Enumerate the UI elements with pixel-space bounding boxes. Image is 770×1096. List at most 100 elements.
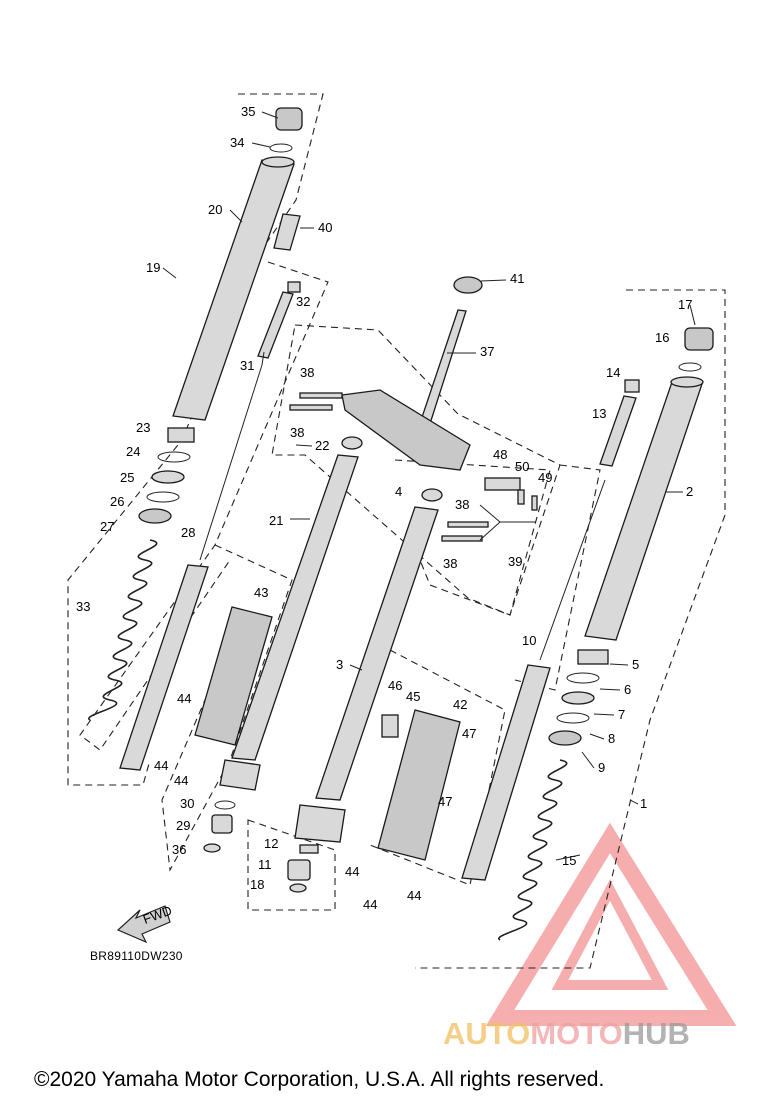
callout: 48 bbox=[493, 447, 507, 462]
callout: 10 bbox=[522, 633, 536, 648]
right-fork-parts bbox=[461, 327, 714, 941]
callout: 21 bbox=[269, 513, 283, 528]
callout: 40 bbox=[318, 220, 332, 235]
callout: 18 bbox=[250, 877, 264, 892]
callout: 23 bbox=[136, 420, 150, 435]
callout: 8 bbox=[608, 731, 615, 746]
callout: 35 bbox=[241, 104, 255, 119]
callout: 42 bbox=[453, 697, 467, 712]
holder-48 bbox=[484, 477, 521, 491]
callout: 17 bbox=[678, 297, 692, 312]
clip-26 bbox=[146, 491, 180, 503]
bushing-23 bbox=[167, 427, 195, 443]
watermark-part3: HUB bbox=[623, 1016, 690, 1051]
callout: 2 bbox=[686, 484, 693, 499]
callout: 46 bbox=[388, 678, 402, 693]
watermark-part1: AUTO bbox=[443, 1016, 530, 1051]
inner-tube-3 bbox=[315, 506, 439, 801]
bolt-38c bbox=[447, 521, 489, 528]
watermark-text: AUTOMOTOHUB bbox=[443, 1016, 690, 1051]
callout: 44 bbox=[363, 897, 377, 912]
callout: 13 bbox=[592, 406, 606, 421]
oil-seal-25 bbox=[151, 470, 185, 484]
bolt-11 bbox=[287, 859, 311, 881]
diagram-code: BR89110DW230 bbox=[90, 949, 183, 963]
callout: 33 bbox=[76, 599, 90, 614]
callout: 50 bbox=[515, 459, 529, 474]
collar-32 bbox=[287, 281, 301, 293]
inner-tube-28 bbox=[119, 564, 209, 771]
callout: 38 bbox=[443, 556, 457, 571]
callout: 1 bbox=[640, 796, 647, 811]
callout: 3 bbox=[336, 657, 343, 672]
bolt-38d bbox=[441, 535, 483, 542]
bushing-5 bbox=[577, 649, 609, 665]
left-fork-parts bbox=[88, 107, 363, 853]
clip-8 bbox=[556, 712, 590, 724]
callout: 47 bbox=[438, 794, 452, 809]
callout: 14 bbox=[606, 365, 620, 380]
fwd-arrow-icon: FWD bbox=[116, 903, 174, 944]
bolt-29 bbox=[211, 814, 233, 834]
callout: 4 bbox=[395, 484, 402, 499]
callout: 20 bbox=[208, 202, 222, 217]
washer-18 bbox=[289, 883, 307, 893]
spacer-31 bbox=[257, 291, 294, 359]
callout: 19 bbox=[146, 260, 160, 275]
callout: 26 bbox=[110, 494, 124, 509]
washer-24 bbox=[157, 451, 191, 463]
callout: 44 bbox=[174, 773, 188, 788]
bolt-38b bbox=[289, 404, 333, 411]
o-ring-34 bbox=[269, 143, 293, 153]
holder-46 bbox=[381, 714, 399, 738]
callout: 12 bbox=[264, 836, 278, 851]
callout: 49 bbox=[538, 470, 552, 485]
damper-rod-r bbox=[539, 479, 606, 661]
under-bracket bbox=[341, 389, 471, 471]
washer-36 bbox=[203, 843, 221, 853]
callout-labels: 1 2 3 4 5 6 7 8 9 10 11 12 13 14 15 16 1… bbox=[76, 104, 693, 912]
callout: 36 bbox=[172, 842, 186, 857]
fork-cap-bolt-17 bbox=[684, 327, 714, 351]
callout: 45 bbox=[406, 689, 420, 704]
callout: 39 bbox=[508, 554, 522, 569]
callout: 38 bbox=[300, 365, 314, 380]
callout: 32 bbox=[296, 294, 310, 309]
washer-6 bbox=[566, 672, 600, 684]
callout: 38 bbox=[290, 425, 304, 440]
callout: 9 bbox=[598, 760, 605, 775]
callout: 44 bbox=[345, 864, 359, 879]
bolt-12 bbox=[299, 844, 319, 854]
damper-rod bbox=[199, 364, 263, 561]
watermark-part2: MOTO bbox=[530, 1016, 622, 1051]
copyright-text: ©2020 Yamaha Motor Corporation, U.S.A. A… bbox=[34, 1068, 604, 1091]
o-ring-16 bbox=[678, 362, 702, 372]
callout: 29 bbox=[176, 818, 190, 833]
bearing-41 bbox=[453, 276, 483, 294]
center-parts bbox=[287, 276, 538, 893]
collar-4 bbox=[421, 488, 443, 502]
fork-cap-bolt-35 bbox=[275, 107, 303, 131]
dust-seal-9 bbox=[548, 730, 582, 746]
spacer-13 bbox=[599, 395, 637, 467]
oil-seal-7 bbox=[561, 691, 595, 705]
callout: 7 bbox=[618, 707, 625, 722]
callout: 16 bbox=[655, 330, 669, 345]
axle-bracket bbox=[219, 759, 261, 791]
callout: 37 bbox=[480, 344, 494, 359]
inner-tube-10 bbox=[461, 664, 551, 881]
spring-15 bbox=[498, 759, 568, 941]
callout: 44 bbox=[154, 758, 168, 773]
bolt-50 bbox=[517, 489, 525, 505]
collar-14 bbox=[624, 379, 640, 393]
svg-text:AUTOMOTOHUB: AUTOMOTOHUB bbox=[443, 1016, 690, 1051]
callout: 22 bbox=[315, 438, 329, 453]
leader-lines bbox=[162, 111, 696, 861]
callout: 34 bbox=[230, 135, 244, 150]
callout: 44 bbox=[177, 691, 191, 706]
guard-42 bbox=[377, 709, 461, 861]
callout: 6 bbox=[624, 682, 631, 697]
slide-metal-22 bbox=[341, 436, 363, 450]
dust-seal-27 bbox=[138, 508, 172, 524]
